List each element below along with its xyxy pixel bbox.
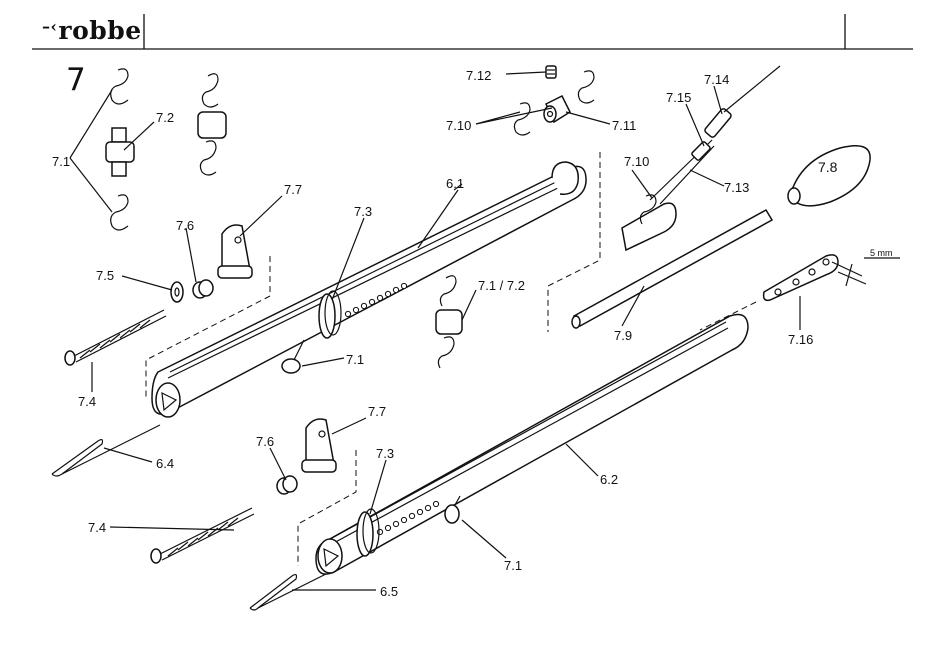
dimension-5mm: 5 mm	[832, 248, 900, 286]
label-7-3-b: 7.3	[376, 446, 394, 461]
label-7-7-a: 7.7	[284, 182, 302, 197]
label-7-13: 7.13	[724, 180, 749, 195]
label-6-2: 6.2	[600, 472, 618, 487]
label-7-10-b: 7.10	[624, 154, 649, 169]
label-7-16: 7.16	[788, 332, 813, 347]
float-7-8	[788, 146, 870, 206]
bracket-7-7-lower	[302, 419, 336, 472]
label-7-11: 7.11	[612, 118, 636, 133]
swivel-assembly-mid	[436, 276, 462, 368]
label-7-15: 7.15	[666, 90, 691, 105]
label-7-6-b: 7.6	[256, 434, 274, 449]
label-6-1: 6.1	[446, 176, 464, 191]
dimension-label: 5 mm	[870, 248, 893, 258]
label-7-1-a: 7.1	[52, 154, 70, 169]
label-7-8: 7.8	[818, 159, 838, 175]
label-7-14: 7.14	[704, 72, 729, 87]
label-7-3-a: 7.3	[354, 204, 372, 219]
label-7-12: 7.12	[466, 68, 491, 83]
nut-7-6-lower	[277, 476, 297, 494]
label-7-10-a: 7.10	[446, 118, 471, 133]
label-7-4-a: 7.4	[78, 394, 96, 409]
label-7-1-7-2: 7.1 / 7.2	[478, 278, 525, 293]
washer-7-5	[171, 282, 183, 302]
header-rule	[32, 14, 913, 49]
s-hook-7-1-bottom	[111, 195, 128, 230]
bolt-7-4-upper	[65, 310, 166, 365]
label-7-1-c: 7.1	[504, 558, 522, 573]
label-7-2: 7.2	[156, 110, 174, 125]
label-7-5: 7.5	[96, 268, 114, 283]
swivel-assembly-top	[198, 74, 226, 175]
boom-tube-6-2	[316, 315, 748, 575]
label-7-6-a: 7.6	[176, 218, 194, 233]
label-7-7-b: 7.7	[368, 404, 386, 419]
s-hook-7-10-right	[578, 71, 594, 103]
nut-7-6-upper	[193, 280, 213, 298]
label-6-4: 6.4	[156, 456, 174, 471]
swivel-7-2	[106, 128, 134, 176]
bracket-7-7-upper	[218, 225, 252, 278]
rod-7-9	[572, 210, 772, 328]
label-7-4-b: 7.4	[88, 520, 106, 535]
bolt-7-4-lower	[151, 508, 254, 563]
label-7-9: 7.9	[614, 328, 632, 343]
plate-7-16	[764, 255, 838, 300]
s-hook-7-1-top	[111, 69, 128, 104]
s-hook-7-10-left	[514, 103, 530, 135]
label-6-5: 6.5	[380, 584, 398, 599]
set-screw-7-12	[546, 66, 556, 78]
label-7-1-b: 7.1	[346, 352, 364, 367]
boom-end-fitting	[622, 195, 676, 250]
